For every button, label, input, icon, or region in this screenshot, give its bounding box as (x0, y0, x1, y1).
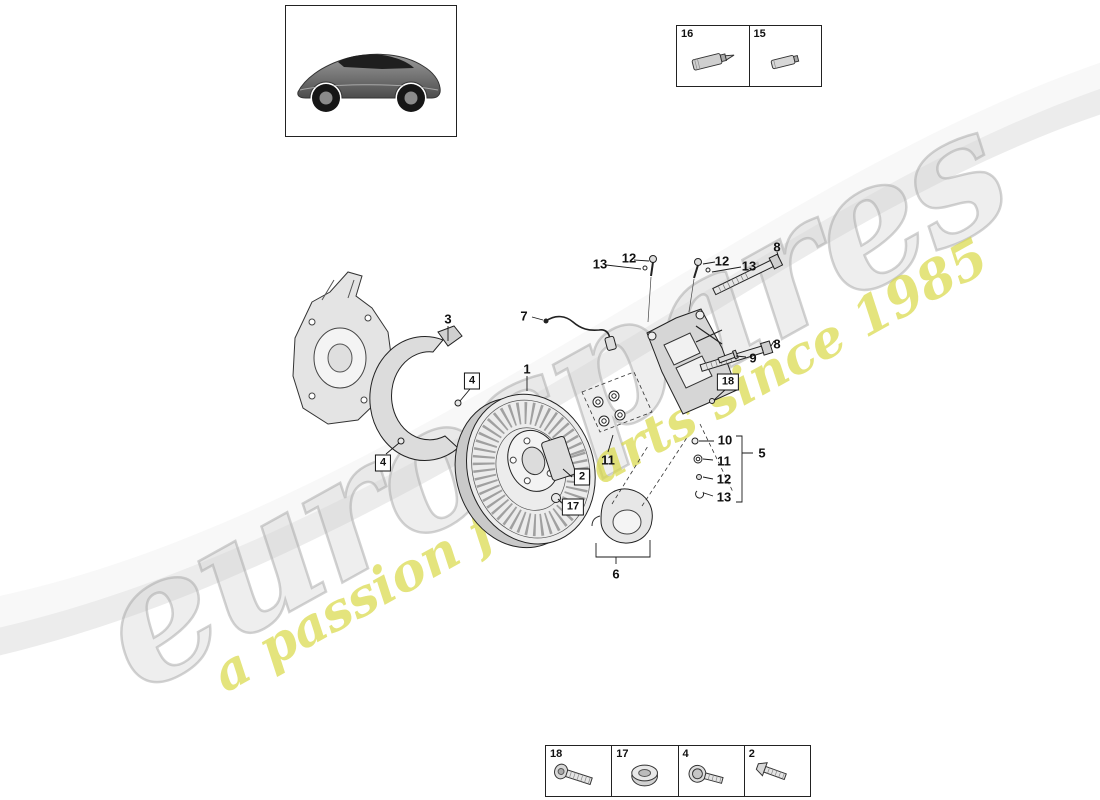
part-label-12-topleft[interactable]: 12 (621, 250, 637, 266)
pin-9-drawing (717, 349, 739, 364)
brake-pad-drawing (541, 435, 576, 481)
parts-cell-18-label: 18 (550, 748, 563, 760)
watermark-tagline: a passion for parts since 1985 (201, 225, 999, 705)
small-hardware-drawing (691, 398, 715, 499)
actuator-drawing (591, 488, 653, 544)
washer-bolt-icon (688, 764, 724, 784)
grease-tube-small-icon (770, 54, 799, 70)
cap-plug-icon (631, 764, 659, 787)
part-label-11-left[interactable]: 11 (601, 452, 615, 468)
part-label-8-lower[interactable]: 8 (773, 336, 781, 352)
part-label-18[interactable]: 18 (716, 373, 740, 391)
parts-cell-17[interactable]: 17 (612, 746, 679, 796)
part-label-6[interactable]: 6 (612, 566, 620, 582)
parts-cell-18[interactable]: 18 (546, 746, 613, 796)
parts-cell-17-label: 17 (616, 748, 629, 760)
part-label-13-topleft[interactable]: 13 (592, 256, 608, 272)
grease-tube-icon (691, 53, 735, 71)
parts-cell-4[interactable]: 4 (679, 746, 745, 796)
countersunk-screw-icon (755, 762, 787, 781)
washers-drawing (581, 371, 653, 433)
part-label-5[interactable]: 5 (758, 445, 766, 461)
part-label-11-right[interactable]: 11 (717, 453, 731, 469)
part-label-12-topright[interactable]: 12 (714, 253, 730, 269)
plug-drawing (551, 493, 561, 503)
parts-cell-2[interactable]: 2 (745, 746, 810, 796)
parts-cell-16-label: 16 (681, 28, 694, 40)
wheel-carrier-drawing (292, 271, 393, 425)
screw-12-left-drawing (642, 255, 657, 277)
part-label-8-upper[interactable]: 8 (773, 239, 781, 255)
parts-cell-2-label: 2 (748, 748, 755, 760)
part-label-3[interactable]: 3 (444, 311, 452, 327)
part-label-13-topright[interactable]: 13 (741, 258, 757, 274)
caliper-drawing (646, 308, 738, 415)
parts-cell-15[interactable]: 15 (750, 26, 822, 86)
dust-shield-drawing (369, 325, 463, 462)
part-label-1[interactable]: 1 (523, 361, 531, 377)
part-label-4-lower[interactable]: 4 (374, 454, 392, 472)
part-label-13-right[interactable]: 13 (716, 489, 732, 505)
part-label-2[interactable]: 2 (573, 468, 591, 486)
vehicle-thumbnail-image (297, 53, 441, 112)
part-label-7[interactable]: 7 (520, 308, 528, 324)
torx-screw-icon (554, 763, 593, 786)
parts-cell-4-label: 4 (682, 748, 689, 760)
sensor-wire-drawing (543, 315, 617, 351)
top-parts-box: 16 15 (676, 25, 822, 87)
screw-12-right-drawing (693, 258, 711, 279)
parts-cell-15-label: 15 (753, 28, 766, 40)
parts-cell-16[interactable]: 16 (677, 26, 750, 86)
part-label-4-upper[interactable]: 4 (463, 372, 481, 390)
part-label-9[interactable]: 9 (749, 350, 757, 366)
part-label-10[interactable]: 10 (717, 432, 733, 448)
leader-lines (385, 251, 780, 564)
assembly-dashed-lines (611, 423, 734, 507)
bolt-8-lower-drawing (699, 340, 774, 372)
vehicle-thumbnail-box (285, 5, 457, 137)
part-label-17[interactable]: 17 (561, 498, 585, 516)
part-label-12-right[interactable]: 12 (716, 471, 732, 487)
bottom-parts-box: 18 17 4 (545, 745, 811, 797)
